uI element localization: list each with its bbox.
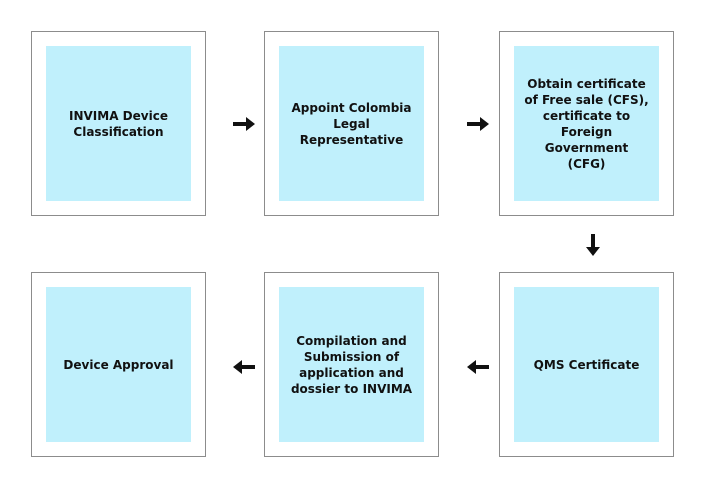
step-label: Compilation and Submission of applicatio… — [290, 333, 413, 396]
arrow-right-icon — [233, 117, 255, 131]
step-device-approval: Device Approval — [31, 272, 206, 457]
arrow-right-icon — [467, 117, 489, 131]
arrow-left-icon — [233, 360, 255, 374]
step-compilation-and-submission: Compilation and Submission of applicatio… — [264, 272, 439, 457]
step-label: QMS Certificate — [533, 357, 640, 372]
step-fill: QMS Certificate — [514, 287, 659, 442]
step-fill: Compilation and Submission of applicatio… — [279, 287, 424, 442]
arrow-down-icon — [586, 234, 600, 256]
arrow-left-icon — [467, 360, 489, 374]
step-fill: Appoint Colombia Legal Representative — [279, 46, 424, 201]
step-obtain-certificate-cfs-cfg: Obtain certificate of Free sale (CFS), c… — [499, 31, 674, 216]
step-appoint-colombia-legal-representative: Appoint Colombia Legal Representative — [264, 31, 439, 216]
step-label: Appoint Colombia Legal Representative — [291, 100, 412, 147]
step-label: Obtain certificate of Free sale (CFS), c… — [524, 76, 649, 171]
step-invima-device-classification: INVIMA Device Classification — [31, 31, 206, 216]
step-fill: INVIMA Device Classification — [46, 46, 191, 201]
step-label: INVIMA Device Classification — [69, 108, 168, 139]
step-fill: Device Approval — [46, 287, 191, 442]
step-fill: Obtain certificate of Free sale (CFS), c… — [514, 46, 659, 201]
step-qms-certificate: QMS Certificate — [499, 272, 674, 457]
step-label: Device Approval — [63, 357, 174, 372]
